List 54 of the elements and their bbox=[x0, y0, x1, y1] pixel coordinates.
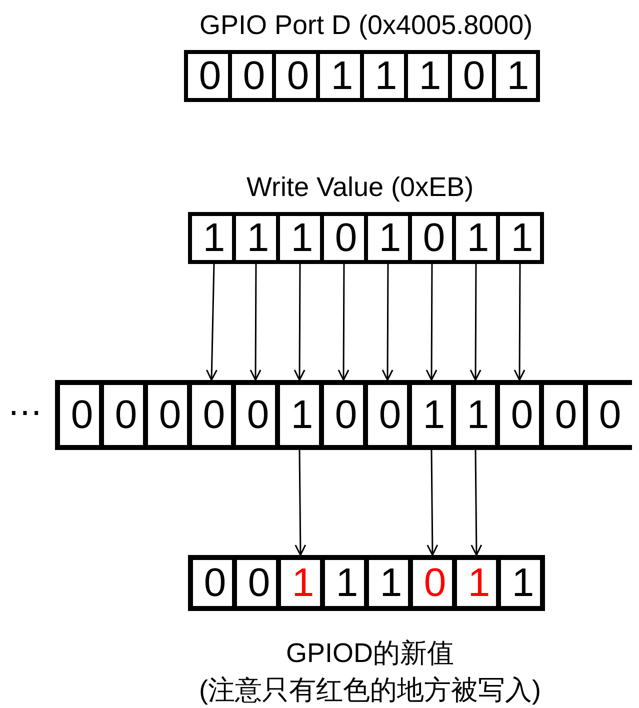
arrow bbox=[338, 264, 350, 381]
bit-cell: 0 bbox=[319, 385, 368, 445]
arrow bbox=[294, 450, 306, 556]
arrow bbox=[206, 264, 218, 381]
bit-cell: 0 bbox=[55, 385, 104, 445]
bit-cell: 0 bbox=[495, 385, 544, 445]
bit-cell: 0 bbox=[143, 385, 192, 445]
bit-cell: 1 bbox=[364, 560, 413, 606]
bit-cell: 1 bbox=[452, 560, 501, 606]
bit-cell: 0 bbox=[448, 54, 496, 98]
arrow bbox=[514, 264, 526, 381]
bit-cell: 1 bbox=[360, 54, 408, 98]
bit-cell: 0 bbox=[99, 385, 148, 445]
bit-cell: 1 bbox=[320, 560, 369, 606]
bit-cell: 1 bbox=[404, 54, 452, 98]
address-bus-strip bbox=[55, 380, 632, 450]
bit-cell: 0 bbox=[228, 54, 276, 98]
bit-cell: 0 bbox=[363, 385, 412, 445]
register-box bbox=[188, 212, 544, 264]
bit-cell: 1 bbox=[276, 216, 324, 260]
bit-cell: 0 bbox=[272, 54, 320, 98]
arrow bbox=[294, 264, 306, 381]
bit-cell: 0 bbox=[408, 216, 456, 260]
bit-cell: 1 bbox=[276, 560, 325, 606]
bit-cell: 1 bbox=[451, 385, 500, 445]
register-title: GPIO Port D (0x4005.8000) bbox=[200, 10, 533, 41]
bit-cell: 0 bbox=[231, 385, 280, 445]
ellipsis-label: ⋯ bbox=[8, 393, 42, 433]
bit-cell: 0 bbox=[408, 560, 457, 606]
bit-cell: 0 bbox=[187, 385, 236, 445]
bit-cell: 1 bbox=[316, 54, 364, 98]
bit-cell: 0 bbox=[232, 560, 281, 606]
bit-cell: 1 bbox=[364, 216, 412, 260]
bit-cell: 0 bbox=[320, 216, 368, 260]
bit-cell: 1 bbox=[275, 385, 324, 445]
register-box bbox=[188, 555, 545, 611]
arrow bbox=[250, 264, 262, 381]
arrow bbox=[426, 450, 438, 556]
arrow bbox=[426, 264, 438, 381]
bit-cell: 1 bbox=[496, 216, 544, 260]
bit-cell: 1 bbox=[452, 216, 500, 260]
bit-cell: 0 bbox=[539, 385, 588, 445]
arrow bbox=[470, 264, 482, 381]
bit-cell: 0 bbox=[583, 385, 632, 445]
arrow bbox=[382, 264, 394, 381]
register-box bbox=[184, 50, 540, 102]
arrow bbox=[470, 450, 482, 556]
bit-cell: 1 bbox=[407, 385, 456, 445]
bit-cell: 1 bbox=[496, 560, 545, 606]
bit-cell: 1 bbox=[232, 216, 280, 260]
register-title: (注意只有红色的地方被写入) bbox=[199, 674, 541, 707]
register-title: GPIOD的新值 bbox=[286, 637, 454, 670]
register-title: Write Value (0xEB) bbox=[246, 172, 474, 203]
bit-cell: 1 bbox=[492, 54, 540, 98]
